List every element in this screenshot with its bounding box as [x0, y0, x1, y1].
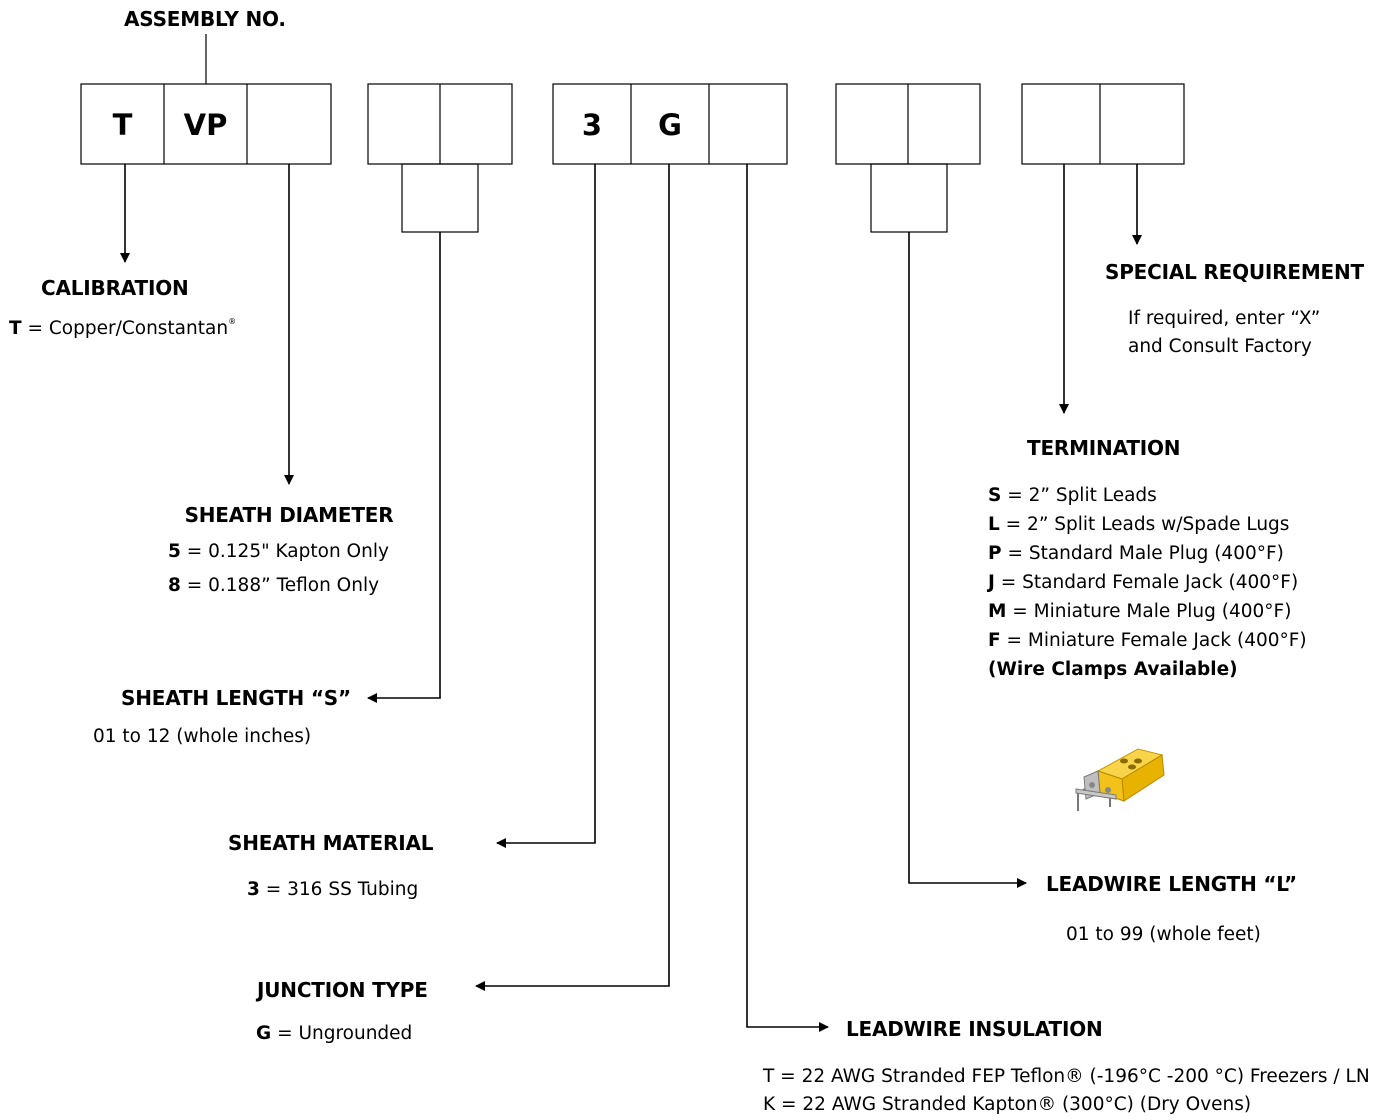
special-requirement-line-2: and Consult Factory — [1128, 336, 1312, 357]
leadwire-length-heading: LEADWIRE LENGTH “L” — [1046, 872, 1298, 896]
sheath-length-heading: SHEATH LENGTH “S” — [121, 686, 351, 710]
leadwire-length-arrow — [908, 232, 1027, 888]
termination-option-j: J = Standard Female Jack (400°F) — [988, 572, 1299, 593]
leadwire-insulation-arrow — [746, 164, 829, 1032]
termination-option-m: M = Miniature Male Plug (400°F) — [988, 601, 1292, 622]
calibration-heading: CALIBRATION — [41, 276, 189, 300]
termination-option-f: F = Miniature Female Jack (400°F) — [988, 630, 1307, 651]
sheath-length-arrow — [367, 232, 441, 703]
box-junction-type[interactable]: G — [658, 108, 682, 142]
sheath-diameter-option-5: 5 = 0.125" Kapton Only — [168, 541, 389, 562]
junction-type-heading: JUNCTION TYPE — [257, 978, 428, 1002]
termination-option-l: L = 2” Split Leads w/Spade Lugs — [988, 514, 1290, 535]
leadwire-length-text: 01 to 99 (whole feet) — [1066, 924, 1261, 945]
termination-option-s: S = 2” Split Leads — [988, 485, 1157, 506]
box-sheath-material[interactable]: 3 — [581, 108, 603, 142]
connector-image — [1075, 748, 1165, 811]
termination-heading: TERMINATION — [1027, 436, 1181, 460]
leadwire-insulation-heading: LEADWIRE INSULATION — [846, 1017, 1103, 1041]
termination-note: (Wire Clamps Available) — [988, 659, 1238, 680]
box-group-assembly — [80, 83, 332, 165]
junction-type-arrow — [475, 164, 670, 991]
leadwire-insulation-option-k: K = 22 AWG Stranded Kapton® (300°C) (Dry… — [763, 1094, 1252, 1115]
sheath-diameter-heading: SHEATH DIAMETER — [184, 503, 394, 527]
sheath-length-text: 01 to 12 (whole inches) — [93, 726, 312, 747]
box-calibration[interactable]: T — [112, 108, 133, 142]
special-requirement-line-1: If required, enter “X” — [1128, 308, 1321, 329]
box-type[interactable]: VP — [183, 108, 228, 142]
junction-type-option: G = Ungrounded — [256, 1023, 413, 1044]
box-group-termination — [1021, 83, 1185, 165]
sheath-diameter-option-8: 8 = 0.188” Teflon Only — [168, 575, 380, 596]
termination-option-p: P = Standard Male Plug (400°F) — [988, 543, 1284, 564]
registered-mark: ® — [228, 317, 237, 326]
sheath-material-arrow — [496, 164, 596, 848]
sheath-material-heading: SHEATH MATERIAL — [228, 831, 434, 855]
calibration-option: T = Copper/Constantan® — [9, 317, 237, 339]
box-group-material — [552, 83, 788, 165]
sheath-material-option: 3 = 316 SS Tubing — [247, 879, 419, 900]
special-requirement-heading: SPECIAL REQUIREMENT — [1105, 260, 1364, 284]
assembly-label: ASSEMBLY NO. — [124, 7, 286, 31]
leadwire-insulation-option-t: T = 22 AWG Stranded FEP Teflon® (-196°C … — [763, 1066, 1370, 1087]
